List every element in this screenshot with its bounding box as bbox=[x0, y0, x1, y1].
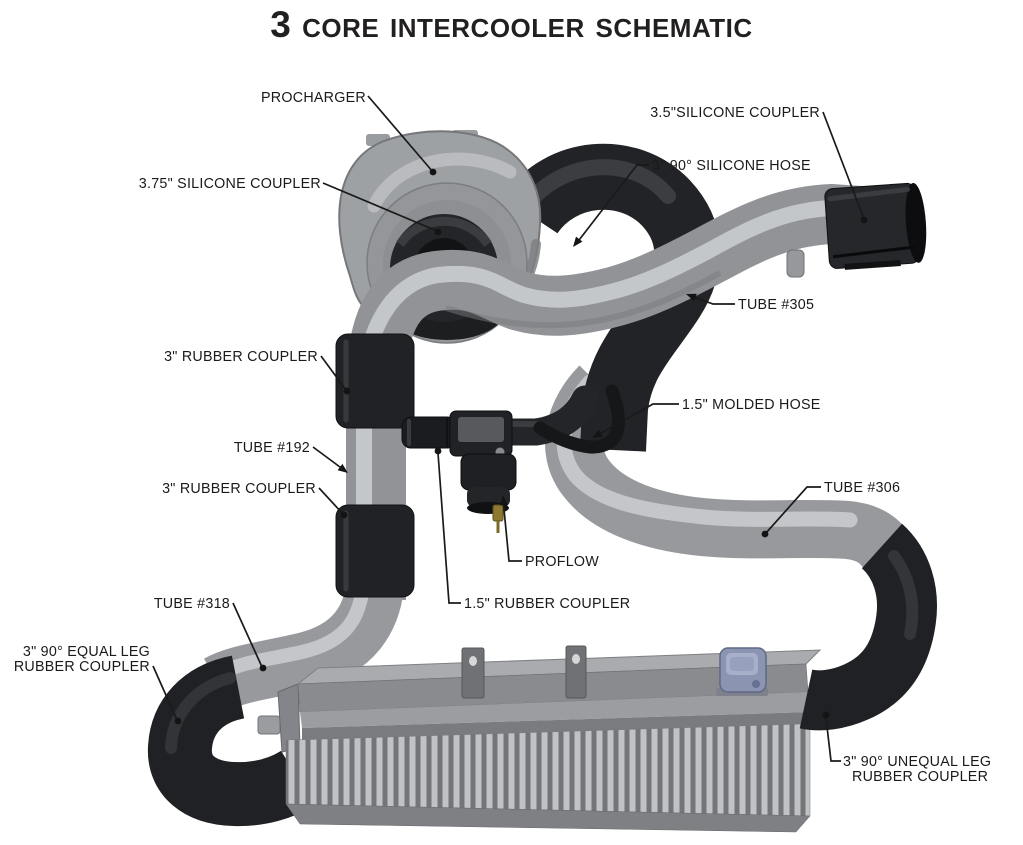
rubber-coupler-3-lower bbox=[335, 504, 415, 598]
intercooler-tank-bevel bbox=[302, 712, 810, 740]
label-tube-305: TUBE #305 bbox=[738, 297, 814, 313]
boost-nipple bbox=[786, 249, 805, 278]
mounting-bracket bbox=[461, 647, 485, 699]
brass-fitting bbox=[492, 504, 504, 533]
intercooler-cap bbox=[716, 647, 768, 696]
label-unequal-leg-coupler: 3" 90° UNEQUAL LEG RUBBER COUPLER bbox=[843, 754, 991, 785]
intercooler-tank-front-lower bbox=[300, 692, 810, 728]
intercooler-left-fitting bbox=[257, 715, 281, 735]
leader-lines bbox=[152, 95, 868, 762]
molded-hose-1-5-pipe bbox=[533, 384, 625, 454]
label-rubber-coupler-3-upper: 3" RUBBER COUPLER bbox=[164, 349, 318, 365]
intercooler-assembly bbox=[257, 645, 822, 833]
tube-318-pipe bbox=[204, 561, 405, 710]
label-tube-306: TUBE #306 bbox=[824, 480, 900, 496]
svg-text:RUBBER COUPLER: RUBBER COUPLER bbox=[852, 769, 988, 785]
label-molded-hose-1-5: 1.5" MOLDED HOSE bbox=[682, 397, 821, 413]
page-title: 3 Core Intercooler Schematic bbox=[270, 4, 753, 45]
labels: PROCHARGER 3.5"SILICONE COUPLER 3" 90° S… bbox=[14, 90, 991, 785]
svg-text:RUBBER COUPLER: RUBBER COUPLER bbox=[14, 659, 150, 675]
silicone-coupler-3-5 bbox=[786, 182, 927, 278]
label-tube-318: TUBE #318 bbox=[154, 596, 230, 612]
rubber-coupler-3-upper bbox=[335, 333, 415, 429]
svg-text:3" 90° EQUAL LEG: 3" 90° EQUAL LEG bbox=[23, 644, 150, 660]
label-procharger: PROCHARGER bbox=[261, 90, 366, 106]
proflow-window bbox=[458, 417, 504, 442]
proflow-valve-assembly bbox=[401, 384, 625, 533]
rubber-coupler-1-5-part bbox=[401, 416, 457, 449]
label-silicone-hose-3-90: 3" 90° SILICONE HOSE bbox=[652, 158, 811, 174]
equal-leg-coupler-elbow bbox=[147, 655, 315, 827]
svg-text:3" 90° UNEQUAL LEG: 3" 90° UNEQUAL LEG bbox=[843, 754, 991, 770]
mounting-bracket bbox=[565, 645, 587, 699]
intercooler-bottom-lip bbox=[285, 803, 811, 833]
label-proflow: PROFLOW bbox=[525, 554, 599, 570]
label-silicone-coupler-3-75: 3.75" SILICONE COUPLER bbox=[139, 176, 321, 192]
unequal-leg-coupler-elbow bbox=[799, 523, 937, 731]
label-rubber-coupler-1-5: 1.5" RUBBER COUPLER bbox=[464, 596, 630, 612]
main-pipe-tube-305 bbox=[204, 183, 879, 710]
label-rubber-coupler-3-lower: 3" RUBBER COUPLER bbox=[162, 481, 316, 497]
label-silicone-coupler-3-5: 3.5"SILICONE COUPLER bbox=[650, 105, 820, 121]
label-tube-192: TUBE #192 bbox=[234, 440, 310, 456]
proflow-valve-drum bbox=[460, 453, 517, 491]
label-equal-leg-coupler: 3" 90° EQUAL LEG RUBBER COUPLER bbox=[14, 644, 150, 675]
